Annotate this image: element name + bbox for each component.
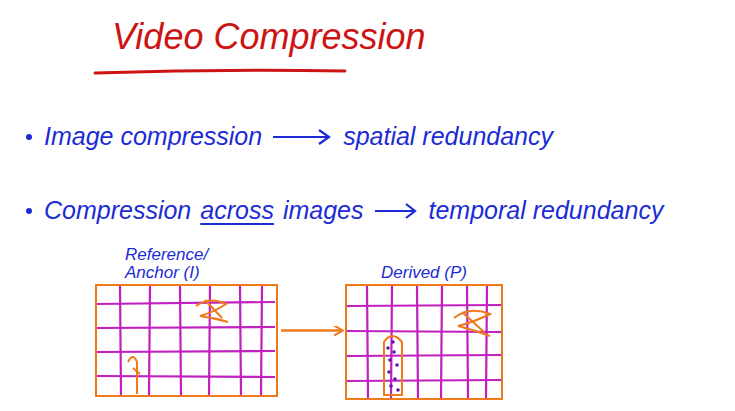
- bullet-line: Compression across images temporal redun…: [24, 196, 672, 225]
- bullet-text: temporal redundancy: [429, 196, 664, 225]
- frame-heading: Reference/ Anchor (I): [125, 246, 265, 283]
- emphasis-text: across: [200, 196, 274, 225]
- frame-heading: Derived (P): [381, 264, 501, 283]
- bullet-text: Image compression: [44, 122, 262, 151]
- bullet-text: images: [283, 196, 364, 225]
- object-scribble: [128, 300, 490, 395]
- title: Video Compression: [112, 16, 426, 58]
- bullet-dot: [24, 132, 34, 142]
- bullet-text: Compression: [44, 196, 191, 225]
- grid-left: [97, 286, 275, 396]
- implies-arrow: [373, 201, 419, 221]
- bullet-line: Image compression spatial redundancy: [24, 122, 562, 151]
- video-frame: Derived (P): [345, 284, 503, 400]
- grid-right: [347, 286, 501, 398]
- derivation-arrow: [281, 329, 342, 332]
- moved-pixels: [386, 340, 400, 392]
- video-frame: Reference/ Anchor (I): [95, 284, 278, 397]
- bullet-dot: [24, 206, 34, 216]
- implies-arrow: [271, 127, 333, 147]
- bullet-text: spatial redundancy: [343, 122, 553, 151]
